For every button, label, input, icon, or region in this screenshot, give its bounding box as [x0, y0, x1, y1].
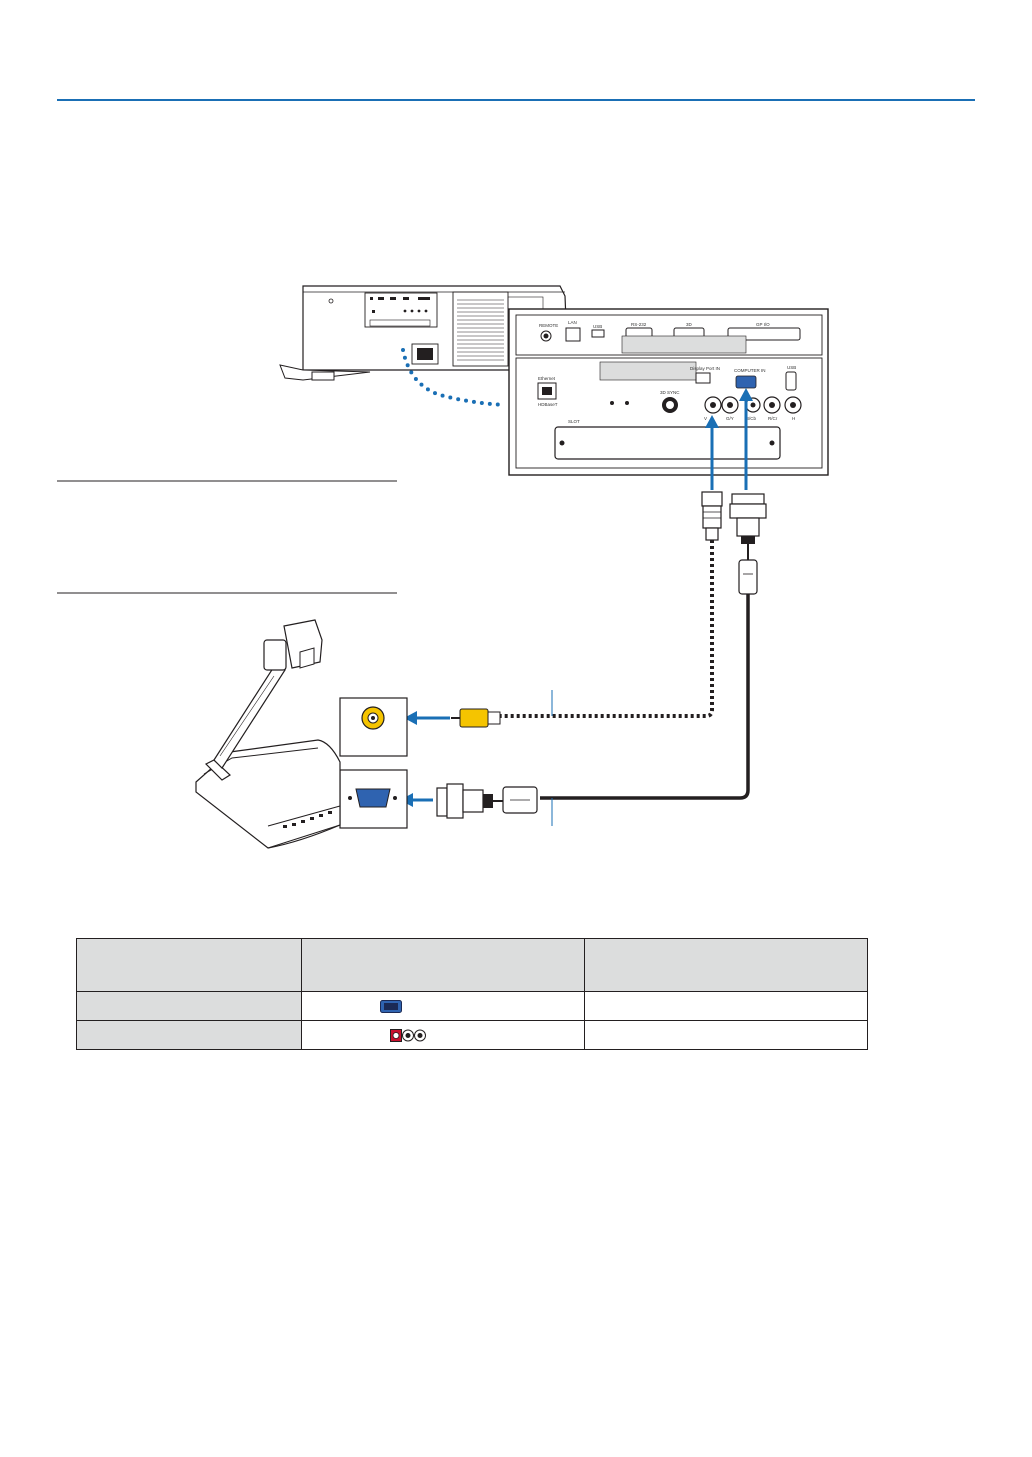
table-header-cell [76, 938, 302, 992]
projector-icon [279, 285, 569, 381]
port-label-usb-top: USB [593, 324, 602, 329]
rca-ports-icon [390, 1029, 426, 1042]
table-icon-cell [301, 1020, 585, 1050]
port-label-gpio: GP I/O [756, 322, 770, 327]
bnc-plug-icon [701, 491, 723, 541]
document-camera-icon [195, 619, 341, 849]
projector-rear-panel: REMOTE LAN USB RS-232 3D GP I/O Ethernet… [508, 308, 829, 476]
video-cable-dotted [500, 540, 714, 718]
rca-video-port-icon [339, 697, 408, 757]
table-icon-cell [301, 991, 585, 1021]
table-cell [76, 991, 302, 1021]
vga-port-icon [339, 769, 408, 829]
rca-plug-icon [451, 708, 501, 728]
port-label-hdbaset: HDBaseT [538, 402, 558, 407]
port-label-computer-in: COMPUTER IN [734, 368, 766, 373]
table-cell [584, 991, 868, 1021]
table-header-cell [301, 938, 585, 992]
port-label-ethernet: Ethernet [538, 376, 556, 381]
port-label-rs232: RS-232 [631, 322, 647, 327]
port-label-displayport: Display Port IN [690, 366, 720, 371]
bnc-label-h: H [792, 416, 795, 421]
connection-diagram: REMOTE LAN USB RS-232 3D GP I/O Ethernet… [57, 285, 829, 849]
top-rule [57, 99, 975, 101]
bnc-label-bcb: B/Cb [746, 416, 757, 421]
bnc-label-v: V [704, 416, 707, 421]
ferrite-core-icon [738, 544, 758, 595]
table-header-cell [584, 938, 868, 992]
table-header-row [76, 938, 868, 992]
port-label-3d: 3D [686, 322, 693, 327]
slot-label: SLOT [568, 419, 580, 424]
vga-port-icon [380, 1000, 402, 1013]
port-label-remote: REMOTE [539, 323, 558, 328]
arrow-bnc-up [705, 415, 719, 490]
bnc-label-rcr: R/Cr [768, 416, 778, 421]
port-label-usb-mid: USB [787, 365, 796, 370]
bnc-label-gy: G/Y [726, 416, 734, 421]
arrow-video-left [404, 711, 450, 725]
arrow-vga-up [739, 388, 753, 490]
vga-plug-icon [729, 493, 767, 544]
table-cell [584, 1020, 868, 1050]
port-label-3dsync: 3D SYNC [660, 390, 680, 395]
table-row [76, 1020, 868, 1050]
table-row [76, 991, 868, 1021]
connection-table [76, 938, 868, 1050]
vga-cable-line [540, 594, 750, 800]
table-cell [76, 1020, 302, 1050]
port-label-lan: LAN [568, 320, 577, 325]
vga-plug-camera-side-icon [436, 783, 538, 819]
